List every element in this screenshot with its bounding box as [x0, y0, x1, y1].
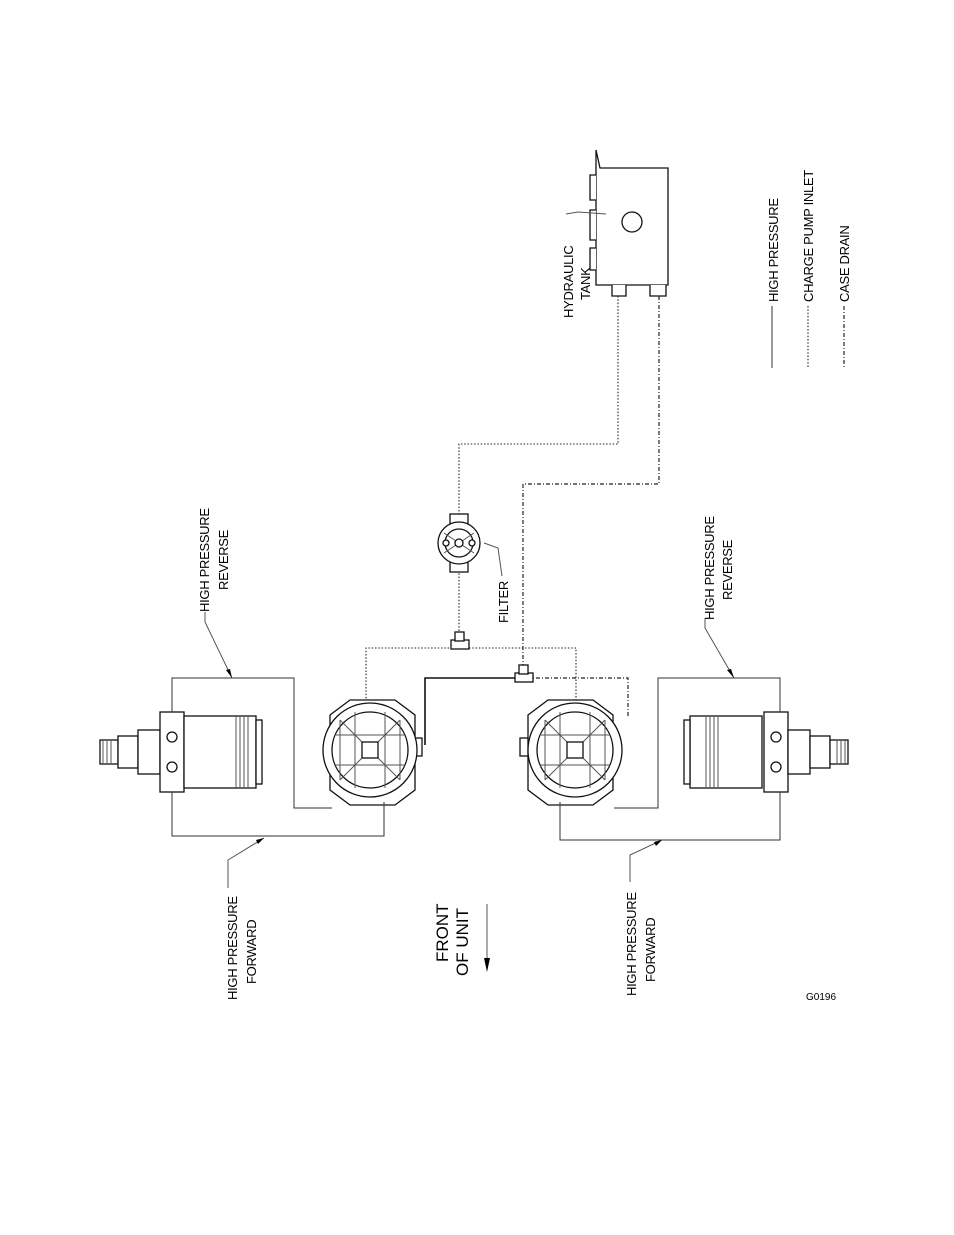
svg-text:FRONT: FRONT — [433, 903, 452, 962]
charge-inlet-line-tank — [459, 296, 618, 516]
svg-text:FORWARD: FORWARD — [244, 920, 259, 984]
left-hydraulic-pump — [323, 700, 422, 805]
tank-label: HYDRAULIC TANK — [561, 246, 593, 318]
svg-text:HIGH PRESSURE: HIGH PRESSURE — [225, 896, 240, 1000]
filter-assembly — [438, 514, 480, 572]
right-wheel-motor — [684, 712, 848, 792]
filter-label: FILTER — [496, 581, 511, 623]
left-wheel-motor — [100, 712, 262, 792]
legend: HIGH PRESSURE CHARGE PUMP INLET CASE DRA… — [766, 170, 852, 368]
hydraulic-tank — [590, 150, 668, 296]
drain-tee-stem — [519, 665, 528, 674]
case-drain-line-left — [425, 678, 517, 745]
filter-leader-line — [484, 543, 502, 576]
svg-text:REVERSE: REVERSE — [720, 539, 735, 600]
figure-id: G0196 — [806, 992, 836, 1003]
leader-lines — [205, 612, 734, 888]
svg-text:TANK: TANK — [578, 267, 593, 300]
front-arrow — [484, 904, 490, 972]
legend-high-pressure-label: HIGH PRESSURE — [766, 198, 781, 302]
left-forward-label: HIGH PRESSURE FORWARD — [225, 896, 259, 1000]
svg-text:HIGH PRESSURE: HIGH PRESSURE — [197, 508, 212, 612]
right-reverse-label: HIGH PRESSURE REVERSE — [702, 516, 735, 620]
left-reverse-label: HIGH PRESSURE REVERSE — [197, 508, 231, 612]
svg-text:HYDRAULIC: HYDRAULIC — [561, 246, 576, 318]
svg-text:REVERSE: REVERSE — [216, 529, 231, 590]
case-drain-line-tank — [523, 296, 659, 668]
right-hydraulic-pump — [520, 700, 622, 805]
svg-text:HIGH PRESSURE: HIGH PRESSURE — [624, 892, 639, 996]
svg-text:OF UNIT: OF UNIT — [453, 908, 472, 976]
front-of-unit-label: FRONT OF UNIT — [433, 903, 472, 976]
charge-inlet-line-left-pump — [366, 648, 459, 705]
legend-charge-pump-inlet-label: CHARGE PUMP INLET — [801, 170, 816, 302]
svg-text:HIGH PRESSURE: HIGH PRESSURE — [702, 516, 717, 620]
legend-case-drain-label: CASE DRAIN — [837, 226, 852, 302]
svg-text:FORWARD: FORWARD — [643, 918, 658, 982]
right-forward-label: HIGH PRESSURE FORWARD — [624, 892, 658, 996]
charge-tee-stem — [455, 632, 464, 641]
